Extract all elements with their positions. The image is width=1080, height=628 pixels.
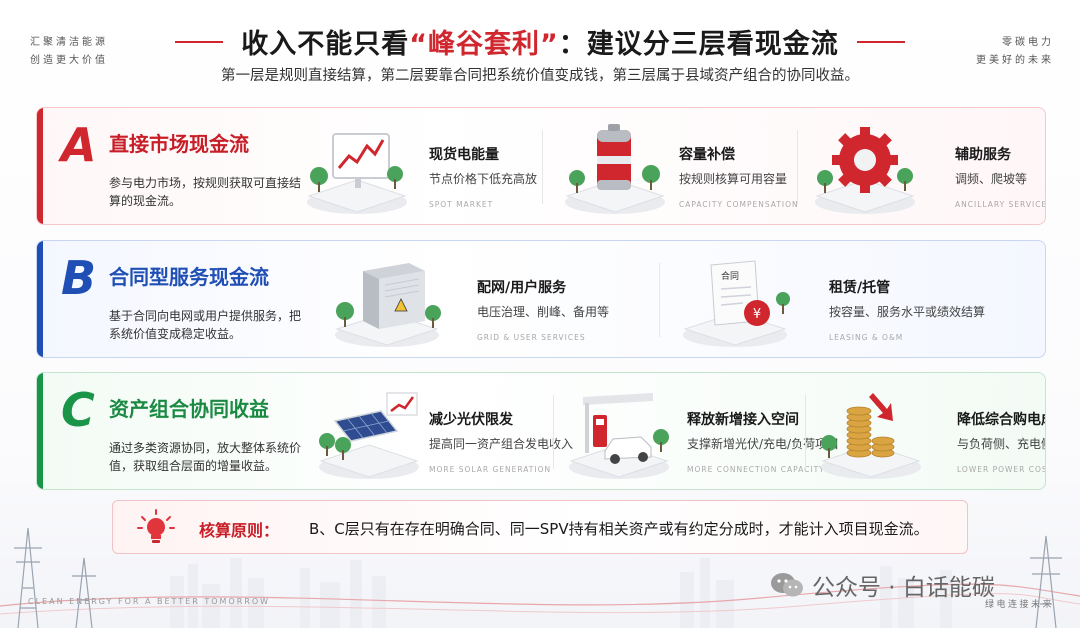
corner-slogan-right: 零碳电力 更美好的未来 (976, 34, 1054, 70)
principle-text: B、C层只有在存在明确合同、同一SPV持有相关资产或有约定分成时，才能计入项目现… (309, 520, 929, 538)
layer-accent-bar (37, 108, 43, 224)
layer-letter: C (61, 383, 95, 437)
item-description: 按容量、服务水平或绩效结算 (829, 305, 986, 319)
item-title: 降低综合购电成本 (957, 412, 1045, 428)
item-title: 配网/用户服务 (477, 280, 567, 296)
layer-accent-bar (37, 241, 43, 357)
corner-slogan-left: 汇聚清洁能源 创造更大价值 (30, 34, 108, 70)
layer-b-panel: B 合同型服务现金流 基于合同向电网或用户提供服务，把系统价值变成稳定收益。 配… (36, 240, 1046, 358)
item-description: 按规则核算可用容量 (679, 172, 788, 186)
layer-title: 直接市场现金流 (109, 132, 249, 156)
item-description: 提高同一资产组合发电收入 (429, 437, 574, 451)
page-subtitle: 第一层是规则直接结算，第二层要靠合同把系统价值变成钱，第三层属于县域资产组合的协… (221, 68, 859, 84)
item-english-label: CAPACITY COMPENSATION (679, 200, 799, 209)
city-skyline-background (0, 527, 1080, 628)
lightbulb-icon (137, 509, 175, 543)
item-english-label: ANCILLARY SERVICES (955, 200, 1046, 209)
item-english-label: LEASING & O&M (829, 333, 904, 342)
item-english-label: SPOT MARKET (429, 200, 494, 209)
layer-title: 资产组合协同收益 (109, 397, 269, 421)
accounting-principle-box: 核算原则： B、C层只有在存在明确合同、同一SPV持有相关资产或有约定分成时，才… (112, 500, 968, 554)
battery-icon (565, 124, 665, 214)
title-highlight: “峰谷套利” (409, 29, 559, 60)
layer-letter: B (61, 251, 97, 305)
layer-item-more-connection: 释放新增接入空间 支撑新增光伏/充电/负荷项目 MORE CONNECTION … (561, 373, 839, 489)
layer-item-grid-user-services: 配网/用户服务 电压治理、削峰、备用等 GRID & USER SERVICES (329, 241, 649, 357)
item-title: 容量补偿 (679, 147, 735, 163)
slogan-line: 汇聚清洁能源 (30, 37, 108, 48)
layer-description: 基于合同向电网或用户提供服务，把系统价值变成稳定收益。 (109, 309, 302, 341)
item-title: 辅助服务 (955, 147, 1011, 163)
slogan-line: 创造更大价值 (30, 55, 108, 66)
item-title: 减少光伏限发 (429, 412, 513, 428)
slogan-line: 零碳电力 (1002, 37, 1054, 48)
layer-a-panel: A 直接市场现金流 参与电力市场，按规则获取可直接结算的现金流。 现货电能量 节… (36, 107, 1046, 225)
page-title: 收入不能只看“峰谷套利”：建议分三层看现金流 (241, 29, 839, 60)
coins-down-icon (821, 393, 921, 479)
layer-item-leasing-om: 合同 ¥ 租赁/托管 按容量、服务水平或绩效结算 LEASING & O&M (677, 241, 1043, 357)
item-english-label: MORE SOLAR GENERATION (429, 465, 552, 474)
wechat-account-name: 公众号 · 白话能碳 (812, 575, 995, 601)
page-title-row: 收入不能只看“峰谷套利”：建议分三层看现金流 (0, 22, 1080, 61)
gear-icon (815, 127, 915, 214)
ev-charging-icon (569, 393, 669, 479)
item-title: 释放新增接入空间 (687, 412, 799, 428)
item-separator (659, 263, 660, 337)
layer-description: 参与电力市场，按规则获取可直接结算的现金流。 (109, 176, 302, 208)
contract-label: 合同 (721, 270, 739, 282)
layer-item-ancillary-services: 辅助服务 调频、爬坡等 ANCILLARY SERVICES (807, 108, 1046, 224)
item-description: 电压治理、削峰、备用等 (477, 305, 610, 319)
transmission-tower-icon (72, 557, 96, 628)
layer-item-capacity-compensation: 容量补偿 按规则核算可用容量 CAPACITY COMPENSATION (557, 108, 809, 224)
item-description: 调频、爬坡等 (955, 172, 1028, 186)
item-description: 支撑新增光伏/充电/负荷项目 (687, 437, 840, 451)
title-divider (856, 40, 905, 43)
item-english-label: GRID & USER SERVICES (477, 333, 586, 342)
wechat-account-watermark: 公众号 · 白话能碳 (770, 568, 995, 602)
title-divider (175, 40, 224, 43)
item-separator (542, 130, 543, 204)
item-title: 现货电能量 (429, 147, 499, 163)
layer-accent-bar (37, 373, 43, 489)
layer-c-panel: C 资产组合协同收益 通过多类资源协同，放大整体系统价值，获取组合层面的增量收益… (36, 372, 1046, 490)
slogan-line: 更美好的未来 (976, 55, 1054, 66)
solar-panel-icon (319, 392, 419, 479)
layer-title: 合同型服务现金流 (109, 265, 269, 289)
item-separator (805, 395, 806, 469)
transmission-tower-icon (1030, 535, 1062, 628)
item-title: 租赁/托管 (829, 280, 891, 296)
layer-item-lower-cost: 降低综合购电成本 与负荷侧、充电侧联动 LOWER POWER COST (813, 373, 1046, 489)
item-separator (797, 130, 798, 204)
layer-item-more-solar: 减少光伏限发 提高同一资产组合发电收入 MORE SOLAR GENERATIO… (311, 373, 573, 489)
footer-english-slogan: CLEAN ENERGY FOR A BETTER TOMORROW (28, 597, 271, 606)
contract-yuan-icon: 合同 ¥ (683, 260, 790, 347)
spot-market-chart-icon (307, 133, 407, 214)
item-english-label: LOWER POWER COST (957, 465, 1046, 474)
substation-box-icon (335, 263, 441, 347)
item-description: 节点价格下低充高放 (429, 172, 538, 186)
layer-letter: A (61, 118, 97, 172)
footer-chinese-slogan: 绿电连接未来 (984, 600, 1054, 610)
transmission-tower-icon (14, 527, 42, 628)
principle-label: 核算原则： (199, 521, 280, 540)
wechat-icon (771, 573, 803, 597)
item-english-label: MORE CONNECTION CAPACITY (687, 465, 825, 474)
item-separator (553, 395, 554, 469)
layer-description: 通过多类资源协同，放大整体系统价值，获取组合层面的增量收益。 (109, 441, 302, 473)
layer-item-spot-market: 现货电能量 节点价格下低充高放 SPOT MARKET (299, 108, 547, 224)
item-description: 与负荷侧、充电侧联动 (957, 437, 1045, 451)
yuan-coin-label: ¥ (753, 307, 761, 322)
